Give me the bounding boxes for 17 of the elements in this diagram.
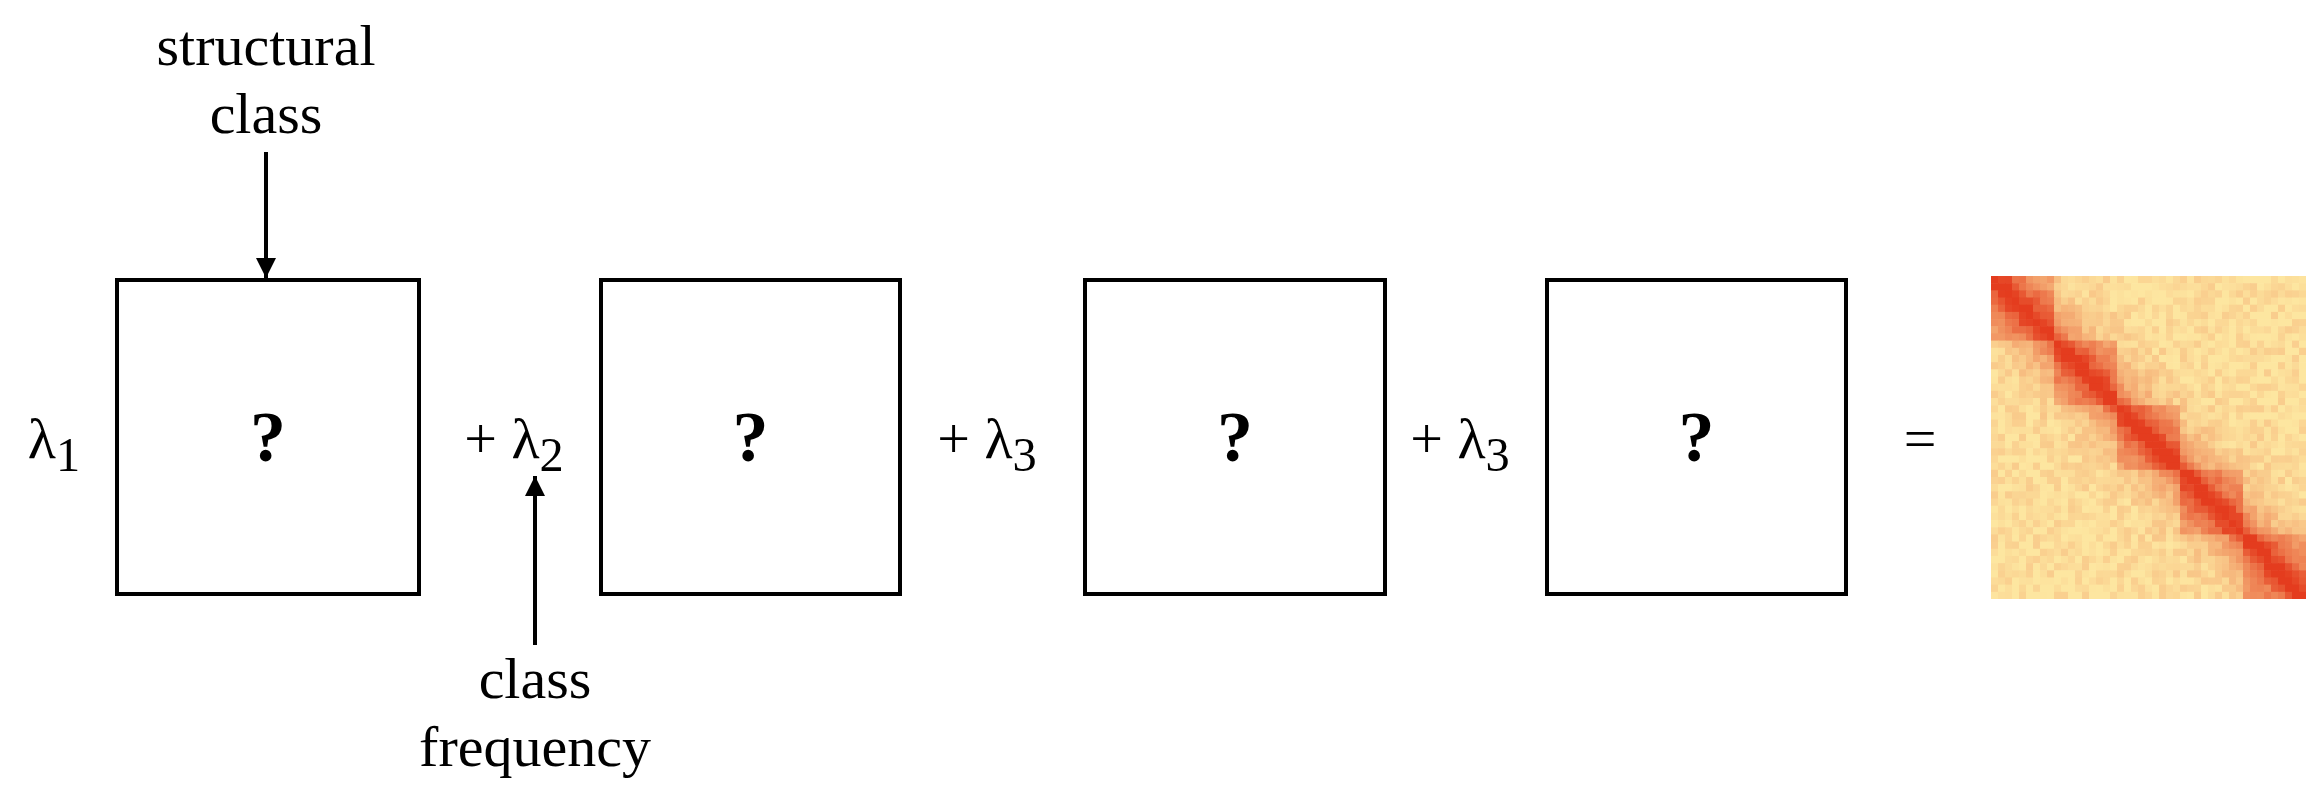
annotation-text: class frequency: [385, 645, 685, 785]
matrix-box: [599, 278, 902, 596]
equation-term: + λ$_{3}$: [936, 405, 1038, 476]
matrix-box: [1083, 278, 1387, 596]
annotation-text: structural class: [116, 12, 416, 152]
question-mark: ?: [732, 397, 769, 477]
equation-term: + λ$_{3}$: [1409, 405, 1511, 476]
question-mark: ?: [1217, 397, 1253, 477]
equation-term: + λ$_{2}$: [449, 404, 579, 476]
arrow: [525, 476, 545, 645]
arrow: [256, 152, 276, 278]
matrix-box: [115, 278, 421, 596]
equation-term: λ$_{1}$: [26, 405, 82, 476]
question-mark: ?: [250, 397, 286, 477]
question-mark: ?: [1678, 397, 1715, 477]
matrix-box: [1545, 278, 1848, 596]
equation-term: =: [1902, 405, 1938, 473]
